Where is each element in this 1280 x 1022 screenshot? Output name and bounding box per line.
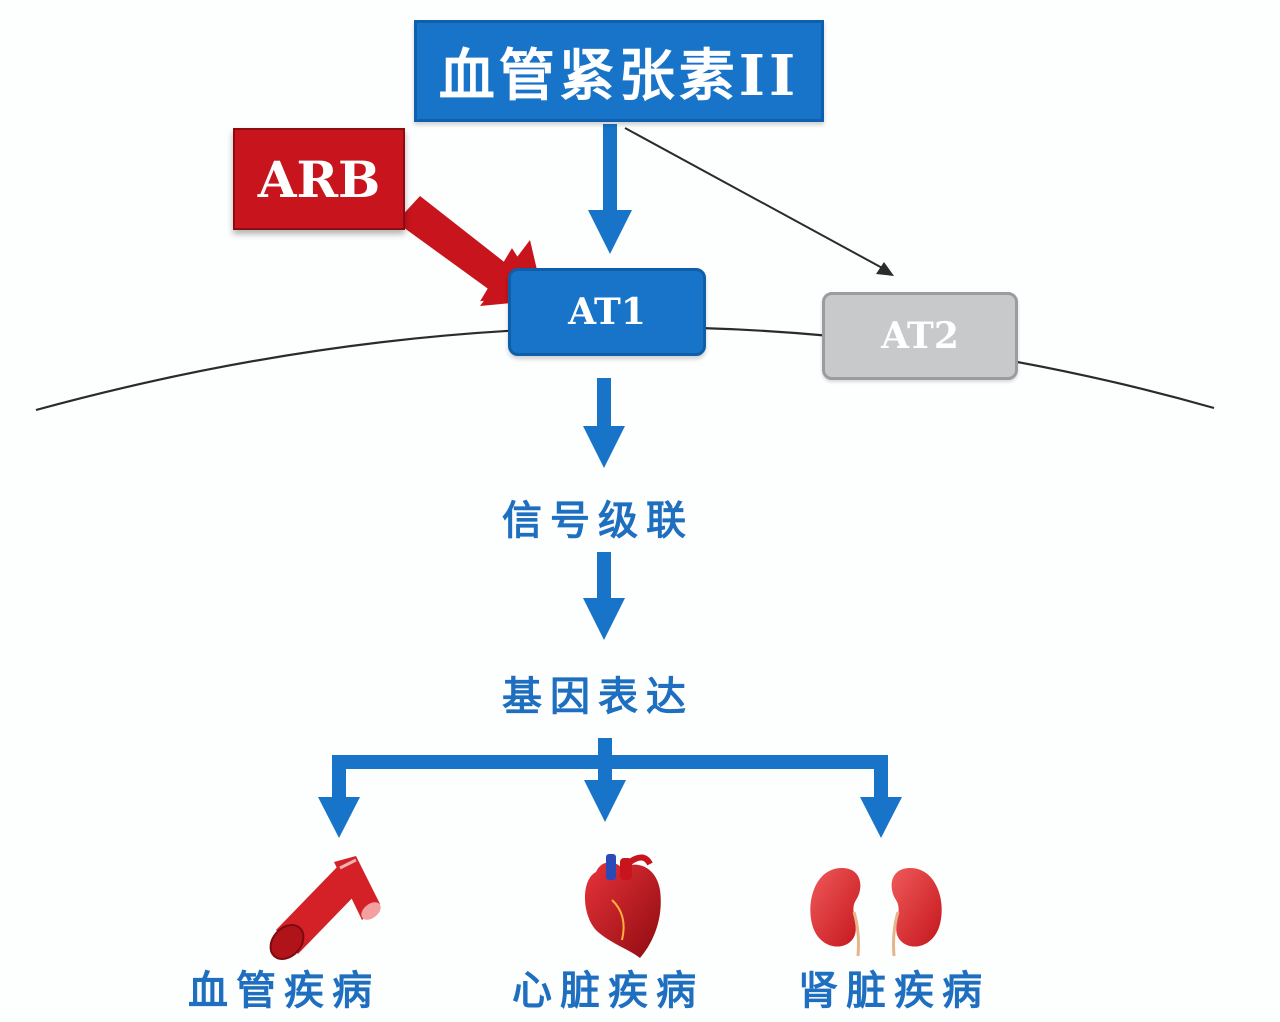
at2-receptor-box: AT2 bbox=[822, 292, 1018, 380]
heart-icon bbox=[584, 854, 661, 958]
at1-receptor-box: AT1 bbox=[508, 268, 706, 356]
gene-expression-label: 基因表达 bbox=[502, 673, 694, 720]
signal-cascade-label: 信号级联 bbox=[502, 497, 694, 544]
heart-disease-label: 心脏疾病 bbox=[512, 967, 704, 1014]
arrow-to-cascade bbox=[583, 378, 625, 468]
arrow-to-at1 bbox=[588, 124, 632, 254]
arb-label: ARB bbox=[257, 149, 381, 209]
branch-arrows bbox=[318, 738, 902, 838]
blood-vessel-icon bbox=[269, 856, 381, 960]
vascular-disease-label: 血管疾病 bbox=[188, 967, 380, 1014]
angiotensin-ii-label: 血管紧张素II bbox=[438, 42, 800, 109]
at1-label: AT1 bbox=[568, 291, 646, 333]
at2-label: AT2 bbox=[881, 315, 959, 357]
arrow-to-at2 bbox=[624, 127, 894, 276]
kidney-disease-label: 肾脏疾病 bbox=[798, 967, 990, 1014]
kidney-icon bbox=[810, 868, 942, 957]
angiotensin-ii-box: 血管紧张素II bbox=[414, 20, 824, 122]
arb-box: ARB bbox=[233, 128, 405, 230]
arrow-to-gene bbox=[583, 552, 625, 640]
